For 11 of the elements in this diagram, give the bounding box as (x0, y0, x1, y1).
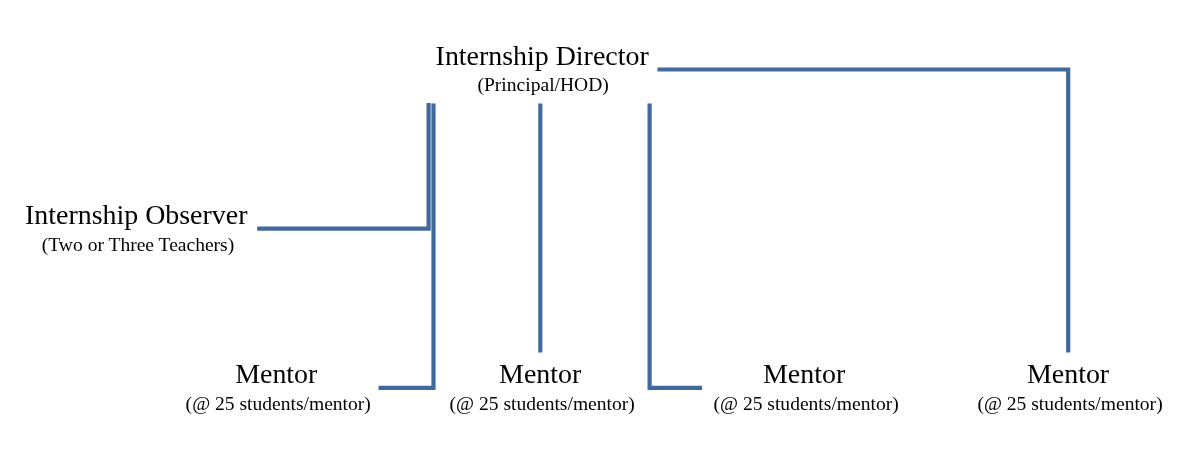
node-text: Mentor (@ 25 students/mentor) (185, 357, 371, 414)
node-text: Mentor (@ 25 students/mentor) (713, 357, 899, 414)
connector (378, 103, 436, 390)
connector (647, 103, 702, 390)
connector (657, 66, 1071, 353)
connector (257, 102, 431, 231)
node-text: Mentor (@ 25 students/mentor) (449, 357, 635, 414)
connector (538, 102, 543, 353)
node-text: Mentor (@ 25 students/mentor) (977, 357, 1163, 414)
node-text: Internship Director (Principal/HOD) (435, 39, 649, 95)
node-text: Internship Observer (Two or Three Teachers) (25, 198, 248, 255)
